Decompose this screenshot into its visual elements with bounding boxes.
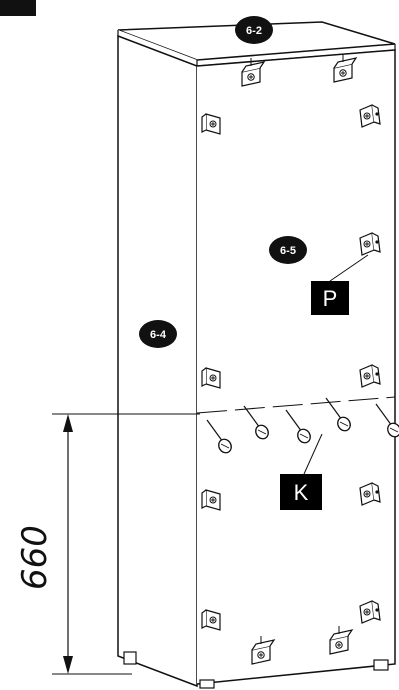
screw-callout: K	[280, 433, 323, 510]
corner-marker	[0, 0, 36, 16]
height-dimension: 660	[15, 413, 200, 675]
corner-bracket-icon	[201, 113, 221, 135]
screw-callout-label: K	[294, 480, 309, 505]
foot-icon	[199, 679, 215, 689]
side-panel-badge: 6-4	[139, 320, 177, 348]
foot-icon	[373, 659, 389, 671]
dimension-value: 660	[15, 525, 55, 590]
split-line	[196, 396, 396, 414]
back-panel	[196, 49, 396, 685]
bracket-callout: P	[311, 254, 369, 315]
corner-bracket-icon	[201, 609, 221, 631]
corner-bracket-icon	[201, 489, 221, 511]
side-panel	[117, 34, 198, 688]
back-panel-label: 6-5	[280, 245, 296, 257]
bracket-callout-label: P	[323, 286, 338, 311]
top-panel-badge: 6-2	[235, 16, 273, 44]
side-panel-label: 6-4	[150, 329, 167, 341]
corner-bracket-icon	[201, 367, 221, 389]
top-panel-label: 6-2	[246, 25, 262, 37]
foot-icon	[123, 651, 137, 665]
back-panel-badge: 6-5	[269, 236, 307, 264]
